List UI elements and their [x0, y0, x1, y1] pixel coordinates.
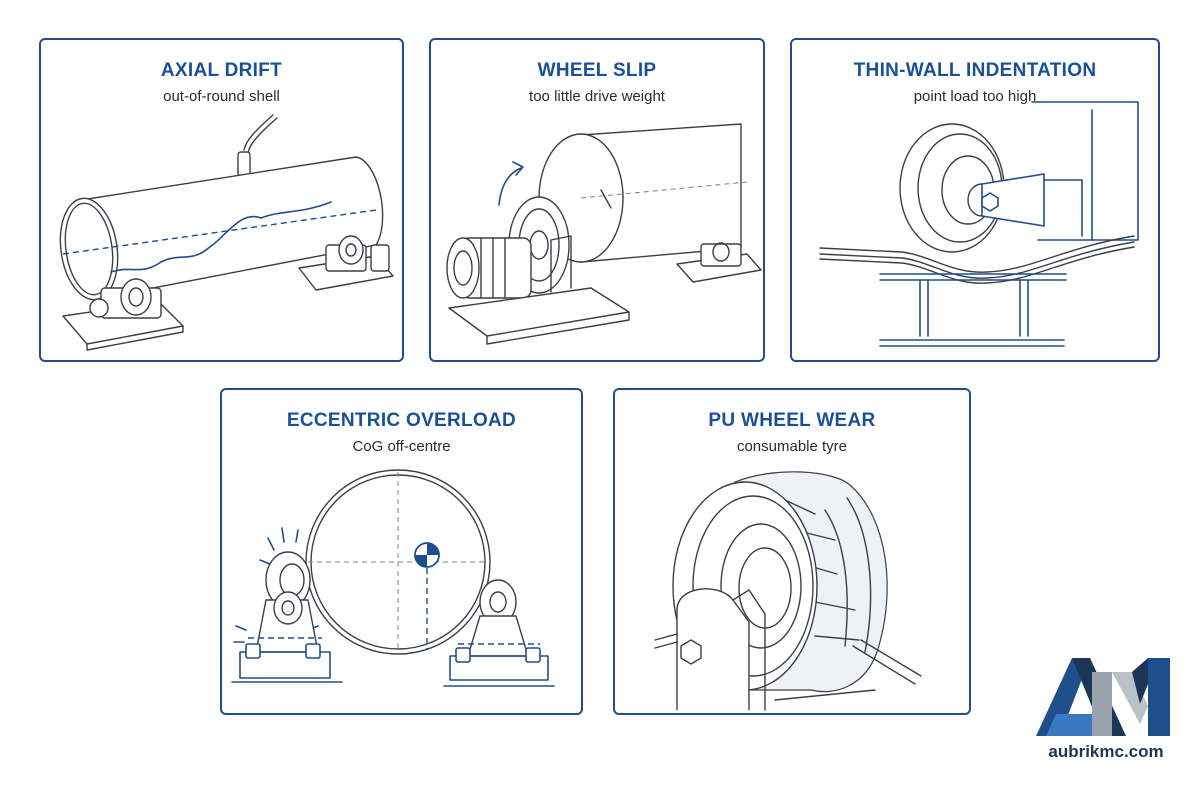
panel-thin-wall-indentation: THIN-WALL INDENTATION point load too hig… — [790, 38, 1160, 362]
center-of-gravity-icon — [222, 390, 581, 713]
panel-pu-wheel-wear: PU WHEEL WEAR consumable tyre — [613, 388, 971, 715]
panel-wheel-slip: WHEEL SLIP too little drive weight — [429, 38, 765, 362]
worn-tyre-icon — [615, 390, 969, 713]
brand-website: aubrikmc.com — [1016, 742, 1196, 762]
panel-eccentric-overload: ECCENTRIC OVERLOAD CoG off-centre — [220, 388, 583, 715]
drive-roller-icon — [431, 40, 763, 360]
panel-axial-drift: AXIAL DRIFT out-of-round shell — [39, 38, 404, 362]
indented-plate-icon — [792, 40, 1158, 360]
pipe-on-rollers-icon — [41, 40, 402, 360]
